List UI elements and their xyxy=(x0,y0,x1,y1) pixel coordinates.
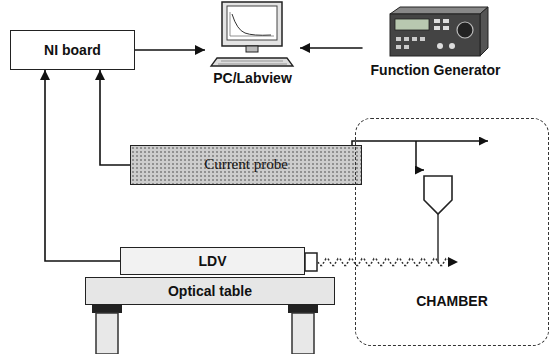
laser-arrowhead xyxy=(448,257,458,267)
drive-wire xyxy=(416,141,424,170)
node-label: Optical table xyxy=(168,283,252,299)
laser-beam xyxy=(318,259,450,266)
signal-connector xyxy=(100,70,130,165)
table-leg xyxy=(96,313,118,354)
node-label: CHAMBER xyxy=(416,293,488,309)
signal-connector xyxy=(300,47,363,49)
node-label: LDV xyxy=(199,253,227,269)
pc-icon xyxy=(205,0,300,70)
optical-table-box: Optical table xyxy=(85,277,335,305)
transducer-rod xyxy=(437,214,439,262)
daq-board-box: NI board xyxy=(10,30,135,70)
node-label: NI board xyxy=(44,42,101,58)
drive-wire xyxy=(352,141,488,147)
signal-connector xyxy=(135,49,205,51)
current-probe-box: Current probe xyxy=(130,145,362,185)
chamber-region: CHAMBER xyxy=(355,118,549,346)
ldv-lens xyxy=(305,253,317,271)
ldv-box: LDV xyxy=(120,247,305,275)
computer-node: PC/Labview xyxy=(205,0,300,86)
table-legs xyxy=(92,305,318,354)
function-generator-icon xyxy=(368,6,503,62)
leg-cap xyxy=(288,305,318,313)
signal-connector xyxy=(45,70,120,261)
node-label: PC/Labview xyxy=(213,70,292,86)
node-label: Current probe xyxy=(204,156,288,173)
function-generator-node: Function Generator xyxy=(363,6,509,78)
table-leg xyxy=(292,313,314,354)
leg-cap xyxy=(92,305,122,313)
transducer xyxy=(424,176,452,214)
node-label: Function Generator xyxy=(371,62,501,78)
